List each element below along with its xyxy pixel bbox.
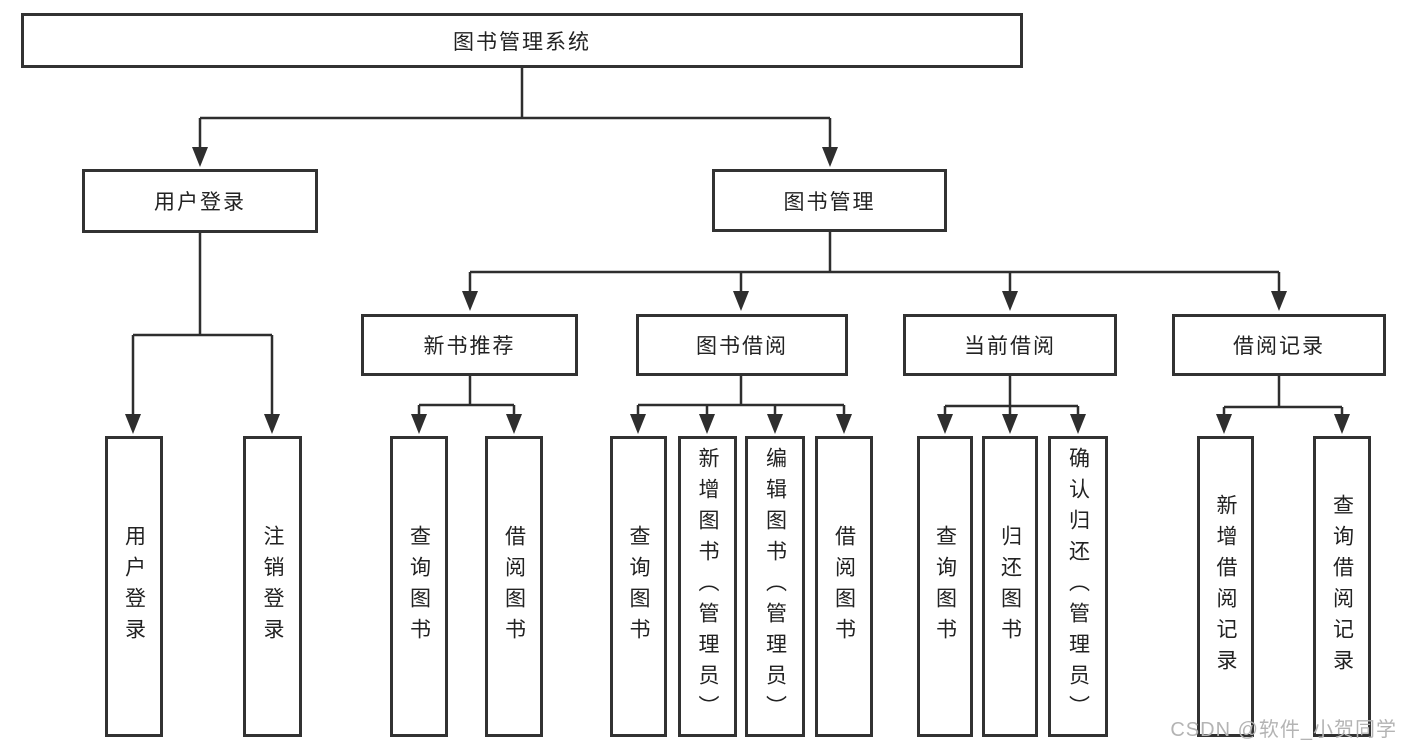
leaf-label: 新增图书（管理员） xyxy=(696,447,719,726)
leaf-label: 查询图书 xyxy=(933,524,957,649)
arrow-icon xyxy=(937,414,953,434)
arrow-icon xyxy=(264,414,280,434)
node-book-borrow: 图书借阅 xyxy=(636,314,848,376)
node-root: 图书管理系统 xyxy=(21,13,1023,68)
arrow-icon xyxy=(1002,291,1018,311)
leaf-label: 编辑图书（管理员） xyxy=(763,447,787,726)
leaf-label: 借阅图书 xyxy=(832,524,856,649)
arrow-icon xyxy=(1002,414,1018,434)
arrow-icon xyxy=(506,414,522,434)
arrow-icon xyxy=(1271,291,1287,311)
leaf-user-login: 用户登录 xyxy=(105,436,163,737)
leaf-label: 归还图书 xyxy=(998,524,1022,649)
leaf-borrow-book-recommend: 借阅图书 xyxy=(485,436,543,737)
arrow-icon xyxy=(192,147,208,167)
leaf-search-book-borrow: 查询图书 xyxy=(610,436,667,737)
leaf-return-book: 归还图书 xyxy=(982,436,1038,737)
node-book-management: 图书管理 xyxy=(712,169,947,232)
node-new-book-recommend: 新书推荐 xyxy=(361,314,578,376)
arrowheads xyxy=(125,147,1350,434)
leaf-label: 借阅图书 xyxy=(502,524,526,649)
node-current-borrow: 当前借阅 xyxy=(903,314,1117,376)
arrow-icon xyxy=(411,414,427,434)
leaf-search-borrow-record: 查询借阅记录 xyxy=(1313,436,1371,737)
arrow-icon xyxy=(767,414,783,434)
leaf-label: 用户登录 xyxy=(122,524,146,649)
leaf-search-book-current: 查询图书 xyxy=(917,436,973,737)
arrow-icon xyxy=(1216,414,1232,434)
leaf-logout: 注销登录 xyxy=(243,436,302,737)
leaf-label: 新增借阅记录 xyxy=(1214,493,1237,680)
leaf-add-book-admin: 新增图书（管理员） xyxy=(678,436,737,737)
leaf-borrow-book: 借阅图书 xyxy=(815,436,873,737)
arrow-icon xyxy=(630,414,646,434)
arrow-icon xyxy=(125,414,141,434)
arrow-icon xyxy=(699,414,715,434)
arrow-icon xyxy=(462,291,478,311)
node-borrow-records: 借阅记录 xyxy=(1172,314,1386,376)
csdn-watermark: CSDN @软件_小贺同学 xyxy=(1170,719,1397,741)
tree-edges xyxy=(131,68,1344,418)
arrow-icon xyxy=(733,291,749,311)
leaf-label: 查询借阅记录 xyxy=(1330,493,1354,680)
arrow-icon xyxy=(1070,414,1086,434)
node-user-login: 用户登录 xyxy=(82,169,318,233)
arrow-icon xyxy=(822,147,838,167)
arrow-icon xyxy=(1334,414,1350,434)
arrow-icon xyxy=(836,414,852,434)
leaf-label: 注销登录 xyxy=(261,524,284,649)
leaf-confirm-return-admin: 确认归还（管理员） xyxy=(1048,436,1108,737)
leaf-label: 查询图书 xyxy=(407,524,431,649)
leaf-label: 确认归还（管理员） xyxy=(1066,447,1090,726)
leaf-label: 查询图书 xyxy=(627,524,650,649)
leaf-edit-book-admin: 编辑图书（管理员） xyxy=(745,436,805,737)
leaf-add-borrow-record: 新增借阅记录 xyxy=(1197,436,1254,737)
leaf-search-book-recommend: 查询图书 xyxy=(390,436,448,737)
